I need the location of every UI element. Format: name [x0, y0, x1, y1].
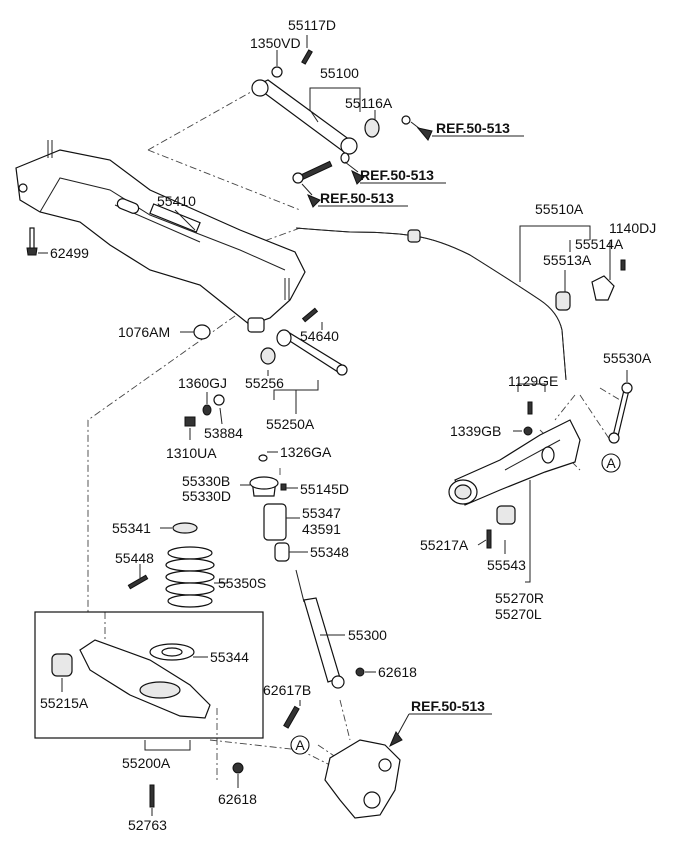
circle-marker-a2: A — [290, 735, 310, 755]
label-55300: 55300 — [348, 627, 387, 643]
label-55348: 55348 — [310, 544, 349, 560]
coil-spring-55350S — [127, 522, 215, 608]
label-55217A: 55217A — [420, 537, 469, 553]
label-55250A: 55250A — [266, 416, 315, 432]
label-55100: 55100 — [320, 65, 359, 81]
label-55543: 55543 — [487, 557, 526, 573]
label-55344: 55344 — [210, 649, 249, 665]
label-1140DJ: 1140DJ — [609, 220, 656, 236]
label-1076AM: 1076AM — [118, 324, 170, 340]
label-55145D: 55145D — [300, 481, 349, 497]
ref-label-2[interactable]: REF.50-513 — [360, 167, 434, 183]
label-1350VD: 1350VD — [250, 35, 301, 51]
label-55448: 55448 — [115, 550, 154, 566]
lower-arm-detail-box — [34, 611, 264, 739]
marker-a1-text: A — [606, 455, 616, 471]
label-55341: 55341 — [112, 520, 151, 536]
lower-arm-55200A — [51, 639, 211, 719]
label-62499: 62499 — [50, 245, 89, 261]
ref-arrows — [307, 127, 524, 748]
plug-1076AM — [193, 324, 211, 340]
upper-arm-55100 — [251, 49, 411, 184]
label-43591: 43591 — [302, 521, 341, 537]
label-55513A: 55513A — [543, 252, 592, 268]
label-55347: 55347 — [302, 505, 341, 521]
label-1339GB: 1339GB — [450, 423, 501, 439]
label-55410: 55410 — [157, 193, 196, 209]
label-55350S: 55350S — [218, 575, 266, 591]
label-55510A: 55510A — [535, 201, 584, 217]
assist-arm-55250A — [184, 307, 348, 427]
label-55215A: 55215A — [40, 695, 89, 711]
part-labels: 55117D 1350VD 55100 55116A 55410 62499 1… — [40, 17, 656, 833]
ref-label-1[interactable]: REF.50-513 — [436, 120, 510, 136]
ref-labels: REF.50-513 REF.50-513 REF.50-513 REF.50-… — [320, 120, 510, 714]
label-1129GE: 1129GE — [508, 373, 558, 389]
label-1326GA: 1326GA — [280, 444, 332, 460]
label-62617B: 62617B — [263, 682, 311, 698]
label-55200A: 55200A — [122, 755, 171, 771]
stabilizer-link-55530A — [523, 382, 633, 444]
stabilizer-bar-55510A — [295, 227, 626, 381]
circle-marker-a1: A — [601, 453, 621, 473]
ref-label-3[interactable]: REF.50-513 — [320, 190, 394, 206]
trailing-arm-55270R — [448, 419, 581, 549]
label-62618b: 62618 — [218, 791, 257, 807]
label-1360GJ: 1360GJ — [178, 375, 227, 391]
label-55330B: 55330B — [182, 473, 230, 489]
label-1310UA: 1310UA — [166, 445, 217, 461]
marker-a2-text: A — [295, 737, 305, 753]
label-55530A: 55530A — [603, 350, 652, 366]
shock-absorber-assembly — [249, 454, 365, 729]
guide-lines — [87, 87, 621, 782]
knuckle — [324, 739, 401, 819]
nut-62618 — [232, 762, 244, 774]
label-55270L: 55270L — [495, 606, 542, 622]
bolt-62499 — [26, 227, 38, 256]
label-55117D: 55117D — [288, 17, 336, 33]
ref-label-4[interactable]: REF.50-513 — [411, 698, 485, 714]
label-55330D: 55330D — [182, 488, 231, 504]
label-54640: 54640 — [300, 328, 339, 344]
bolt-52763 — [149, 784, 155, 808]
label-55270R: 55270R — [495, 590, 544, 606]
crossmember-55410 — [15, 140, 306, 333]
label-55514A: 55514A — [575, 236, 624, 252]
leader-lines — [38, 35, 628, 816]
label-52763: 52763 — [128, 817, 167, 833]
label-55256: 55256 — [245, 375, 284, 391]
label-53884: 53884 — [204, 425, 243, 441]
label-55116A: 55116A — [345, 95, 393, 111]
label-62618a: 62618 — [378, 664, 417, 680]
